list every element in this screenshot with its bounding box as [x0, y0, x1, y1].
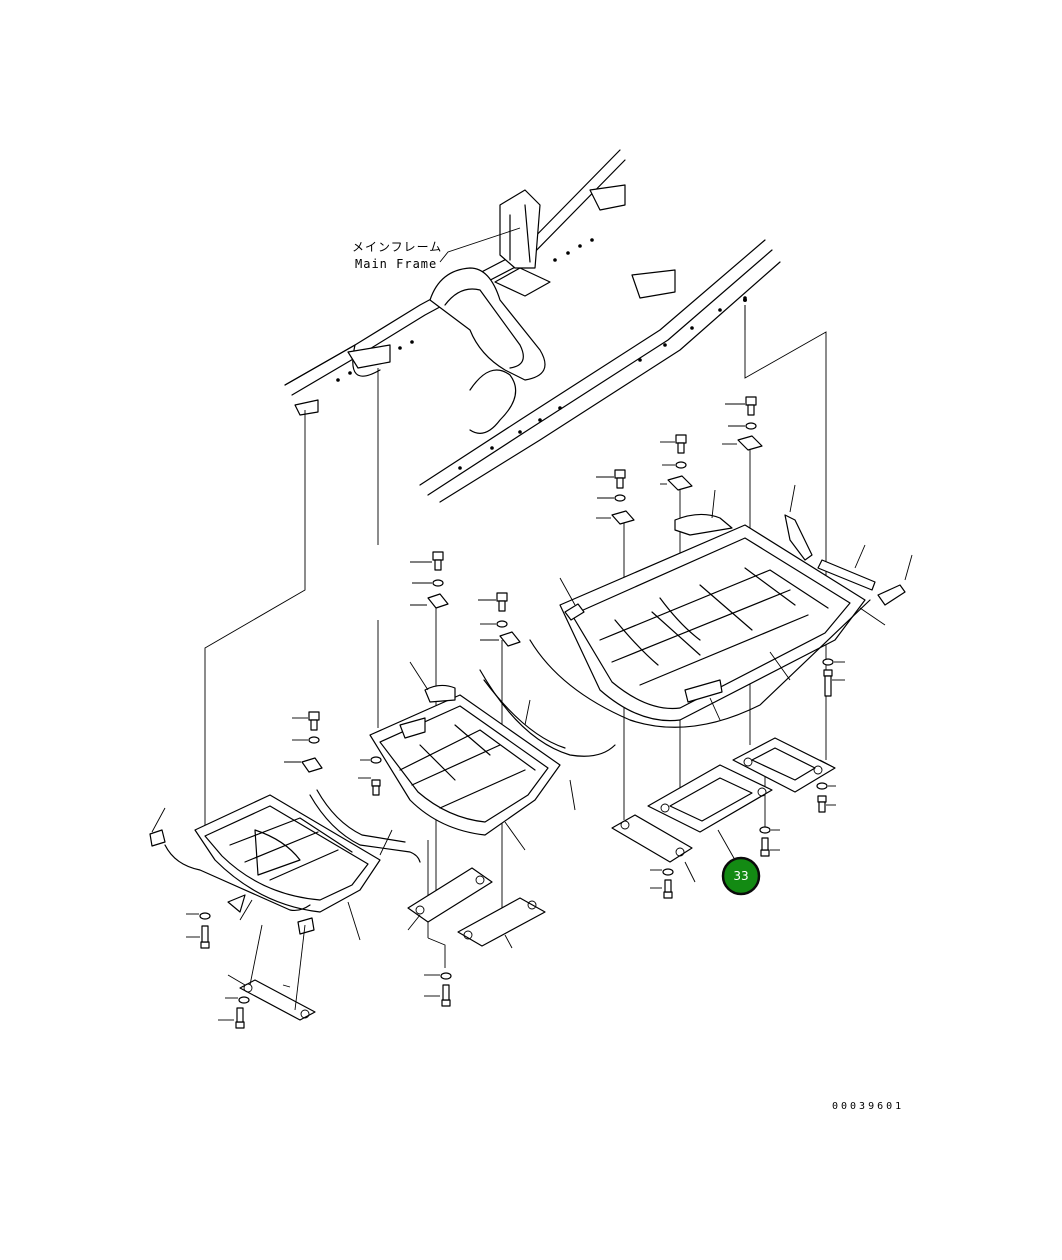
- fasteners: [186, 298, 845, 1029]
- washer: [186, 422, 845, 1004]
- bolt: [292, 711, 320, 731]
- bolt: [424, 984, 451, 1007]
- callout-badge-33[interactable]: 33: [721, 856, 761, 896]
- callout-number: 33: [733, 869, 748, 883]
- clip: [284, 435, 763, 773]
- bolt: [760, 837, 780, 857]
- bolt: [823, 669, 845, 697]
- right-guard-tray: [529, 484, 913, 728]
- bolt: [817, 795, 836, 813]
- main-frame-label-en: Main Frame: [355, 257, 437, 271]
- bolt: [596, 469, 626, 489]
- center-guard-tray: [369, 661, 616, 851]
- bolt: [478, 592, 508, 612]
- bolt: [358, 777, 381, 796]
- bolt: [186, 925, 210, 949]
- main-frame-label-jp: メインフレーム: [352, 240, 442, 254]
- bolt: [650, 879, 673, 899]
- bolt: [218, 1007, 245, 1029]
- document-number: 00039601: [832, 1101, 904, 1112]
- bolt: [725, 396, 757, 416]
- bolt: [410, 551, 444, 571]
- bolt: [660, 434, 687, 454]
- skid-plates: [227, 737, 836, 1021]
- main-frame: [284, 149, 781, 503]
- left-guard-tray: [149, 789, 421, 941]
